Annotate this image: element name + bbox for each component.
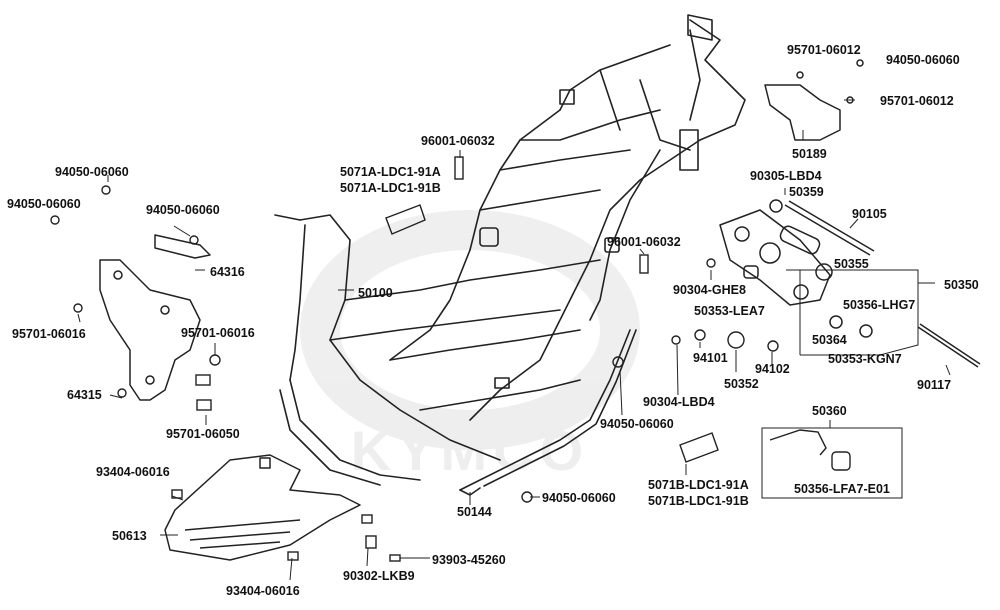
bracket-assembly-left [99,234,211,401]
part-label: 50355 [834,257,869,271]
part-label: 96001-06032 [421,134,495,148]
part-label: 50359 [789,185,824,199]
part-label: 5071A-LDC1-91B [340,181,441,195]
main-frame-drawing [274,14,746,496]
part-label: 94050-06060 [600,417,674,431]
part-label: 94102 [755,362,790,376]
part-label: 50613 [112,529,147,543]
part-label: 50356-LHG7 [843,298,916,312]
part-label: 96001-06032 [607,235,681,249]
part-label: 50350 [944,278,979,292]
part-label: 50360 [812,404,847,418]
part-label: 50356-LFA7-E01 [794,482,890,496]
part-label: 90305-LBD4 [750,169,822,183]
part-label: 90302-LKB9 [343,569,415,583]
engine-mount-drawing [719,199,981,368]
part-label: 90304-GHE8 [673,283,746,297]
part-label: 94050-06060 [146,203,220,217]
part-label: 93404-06016 [96,465,170,479]
watermark-brand-text: KYMCO [351,419,589,482]
part-label: 50100 [358,286,393,300]
kymco-watermark: KYMCO [300,210,640,482]
part-label: 90117 [917,378,952,392]
part-label: 50364 [812,333,847,347]
part-label: 94050-06060 [7,197,81,211]
part-label: 93903-45260 [432,553,506,567]
part-label: 93404-06016 [226,584,300,598]
part-label: 64316 [210,265,245,279]
part-label: 90105 [852,207,887,221]
part-label: 5071B-LDC1-91B [648,494,749,508]
part-label: 94050-06060 [542,491,616,505]
part-label: 5071A-LDC1-91A [340,165,441,179]
fasteners [50,156,851,562]
part-label: 50353-KGN7 [828,352,902,366]
part-label: 95701-06016 [181,326,255,340]
part-label: 94101 [693,351,728,365]
part-label: 90304-LBD4 [643,395,715,409]
part-label: 5071B-LDC1-91A [648,478,749,492]
part-label: 64315 [67,388,102,402]
part-label: 95701-06012 [880,94,954,108]
part-label: 50353-LEA7 [694,304,765,318]
part-label: 94050-06060 [55,165,129,179]
leader-lines [77,99,951,581]
part-label: 94050-06060 [886,53,960,67]
part-label: 50352 [724,377,759,391]
floor-undercover-drawing [164,454,361,561]
part-label: 50144 [457,505,492,519]
part-label: 50189 [792,147,827,161]
part-label: 95701-06012 [787,43,861,57]
part-label: 95701-06050 [166,427,240,441]
part-label: 95701-06016 [12,327,86,341]
